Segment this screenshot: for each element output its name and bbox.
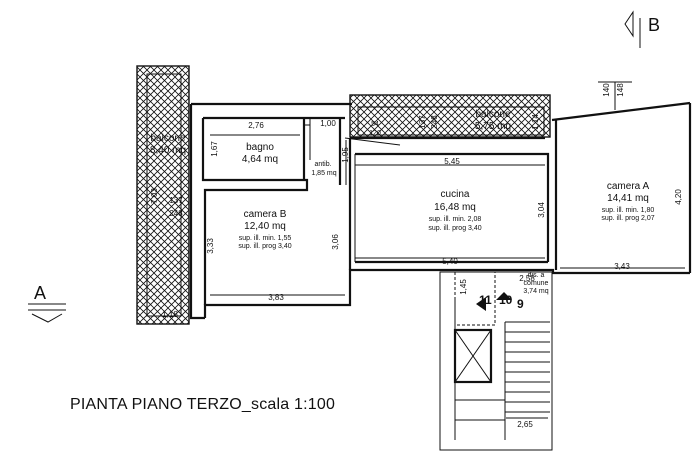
dim-140: 140 bbox=[602, 83, 611, 97]
camera-b-sub-prog: sup. ill. prog 3,40 bbox=[238, 243, 292, 250]
dim-54: 54 bbox=[371, 121, 379, 128]
dim-276: 2,76 bbox=[248, 121, 264, 130]
dim-703: 7,03 bbox=[150, 188, 159, 204]
dim-118: 1,18 bbox=[162, 310, 178, 319]
bagno-area: 4,64 mq bbox=[241, 154, 279, 165]
landing-dashed bbox=[454, 272, 496, 326]
section-mark-a: A bbox=[34, 283, 47, 303]
balcony-top-inner bbox=[357, 106, 545, 136]
balcony-left-name: balcone bbox=[150, 133, 186, 144]
balcony-top-area: 5,75 mq bbox=[474, 121, 512, 132]
dim-100: 1,00 bbox=[320, 119, 336, 128]
bagno-name: bagno bbox=[246, 142, 274, 153]
dim-137b: 137 bbox=[169, 196, 183, 205]
dim-195: 1,95 bbox=[341, 147, 350, 163]
camera-b-area: 12,40 mq bbox=[244, 221, 286, 232]
section-mark-b: B bbox=[648, 15, 661, 35]
cucina-sub-min: sup. ill. min. 2,08 bbox=[428, 216, 482, 223]
dim-306: 3,06 bbox=[331, 234, 340, 250]
camera-a-area: 14,41 mq bbox=[607, 193, 649, 204]
stair-step-9: 9 bbox=[517, 297, 524, 311]
stair-arrows bbox=[476, 292, 512, 311]
dim-383: 3,83 bbox=[268, 293, 284, 302]
balcony-left-inner bbox=[146, 73, 182, 317]
dim-258: 2,58 bbox=[519, 274, 535, 283]
dis-area: 3,74 mq bbox=[523, 288, 549, 295]
antib-area: 1,85 mq bbox=[311, 170, 337, 177]
camera-a-name: camera A bbox=[606, 181, 650, 192]
section-arrow-b bbox=[624, 10, 634, 38]
cucina-area: 16,48 mq bbox=[434, 202, 476, 213]
dim-148: 148 bbox=[616, 83, 625, 97]
balcony-top-name: balcone bbox=[475, 109, 511, 120]
camera-b-name: camera B bbox=[243, 209, 287, 220]
balcony-left bbox=[136, 65, 190, 325]
dim-120: 120 bbox=[369, 130, 381, 137]
dim-145: 1,45 bbox=[459, 279, 468, 295]
dim-167: 1,67 bbox=[210, 141, 219, 157]
stair-treads bbox=[454, 300, 550, 440]
lift-cross bbox=[454, 329, 492, 383]
antib-name: antib. bbox=[314, 161, 332, 168]
balcony-left-area: 8,40 mq bbox=[149, 145, 187, 156]
stair-step-11: 11 bbox=[479, 293, 492, 307]
dim-540: 5,40 bbox=[442, 257, 458, 266]
dim-304: 3,04 bbox=[537, 202, 546, 218]
door-swings bbox=[304, 118, 401, 262]
dimension-lines bbox=[210, 81, 685, 419]
camera-a-sub-min: sup. ill. min. 1,80 bbox=[601, 207, 655, 214]
dim-137a: 137 bbox=[418, 115, 427, 129]
dim-114: 1,14 bbox=[531, 114, 540, 130]
stair-shaft bbox=[439, 271, 553, 451]
section-line-a bbox=[28, 303, 66, 311]
dim-248b: 248 bbox=[169, 209, 183, 218]
balcony-top bbox=[349, 94, 551, 138]
dim-420: 4,20 bbox=[674, 189, 683, 205]
dis-line2: comune bbox=[523, 280, 549, 287]
camera-a-sub-prog: sup. ill. prog 2,07 bbox=[601, 215, 655, 222]
dim-333: 3,33 bbox=[206, 238, 215, 254]
dis-line1: dis. a bbox=[527, 272, 545, 279]
dim-248a: 248 bbox=[430, 115, 439, 129]
interior-walls bbox=[201, 116, 558, 305]
apartment-walls bbox=[189, 101, 692, 320]
dim-545: 5,45 bbox=[444, 157, 460, 166]
stair-step-10: 10 bbox=[499, 293, 513, 307]
dim-343: 3,43 bbox=[614, 262, 630, 271]
plan-title: PIANTA PIANO TERZO_scala 1:100 bbox=[70, 396, 336, 413]
cucina-name: cucina bbox=[440, 189, 470, 200]
cucina-sub-prog: sup. ill. prog 3,40 bbox=[428, 225, 482, 232]
camera-b-sub-min: sup. ill. min. 1,55 bbox=[238, 235, 292, 242]
section-arrow-a bbox=[31, 313, 63, 323]
dim-265: 2,65 bbox=[517, 420, 533, 429]
